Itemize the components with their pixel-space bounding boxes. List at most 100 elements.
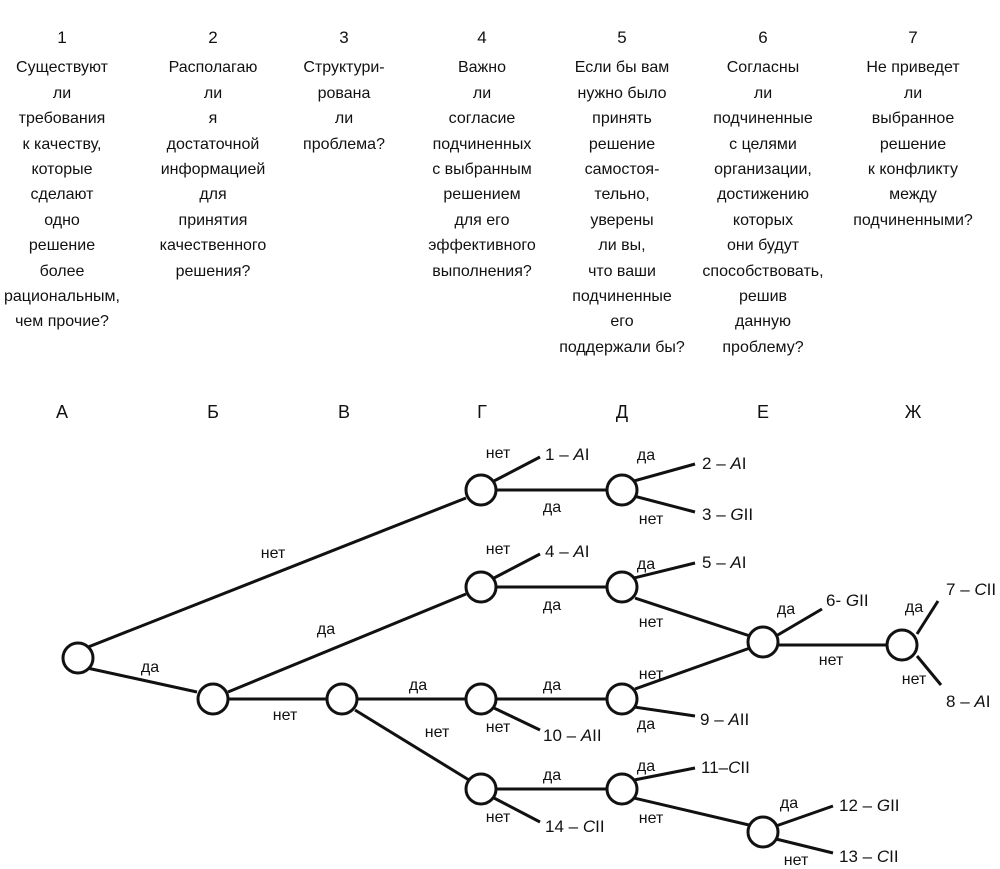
outcome-5-sep: – (711, 553, 730, 572)
branch-to-9 (633, 705, 696, 718)
outcome-12-id: 12 (839, 796, 858, 815)
outcome-6-sep: - (835, 591, 845, 610)
outcome-8-style: A (973, 692, 985, 711)
outcome-7-id: 7 (946, 580, 955, 599)
outcome-14-level: II (595, 817, 604, 836)
outcome-12-style: G (877, 796, 890, 815)
outcome-2-sep: – (711, 454, 730, 473)
branch-to-4 (493, 552, 541, 580)
column-letter-e: Е (757, 402, 769, 422)
edge-label-no: нет (425, 724, 450, 741)
node-g2 (464, 570, 498, 604)
outcome-12: 12 – GII (839, 796, 900, 815)
edge-label-no: нет (486, 809, 511, 826)
outcome-13-level: II (889, 847, 898, 866)
outcome-9-id: 9 (700, 710, 709, 729)
outcome-14-id: 14 (545, 817, 564, 836)
branch-to-3 (633, 494, 696, 514)
outcome-14-style: C (583, 817, 596, 836)
edge-label-no: нет (639, 511, 664, 528)
outcome-4: 4 – AI (545, 542, 589, 561)
outcome-2-id: 2 (702, 454, 711, 473)
outcome-labels: 1 – AI 2 – AI 3 – GII 4 – AI 5 – AI 6- G… (543, 445, 996, 866)
outcome-1-style: A (572, 445, 584, 464)
branch-to-7 (915, 600, 940, 635)
column-letter-g: Г (477, 402, 487, 422)
outcome-10-level: II (592, 726, 601, 745)
outcome-11-id: 11 (701, 758, 719, 777)
outcome-2-style: A (729, 454, 741, 473)
outcome-11-level: II (740, 758, 749, 777)
edge-d4-e2 (633, 796, 750, 827)
question-3-text: Структури- рована ли проблема? (303, 59, 385, 153)
question-1-text: Существуют ли требования к качеству, кот… (4, 59, 120, 331)
edge-label-no: нет (639, 666, 664, 683)
edge-label-yes: да (637, 758, 655, 775)
outcome-5: 5 – AI (702, 553, 746, 572)
outcome-10-id: 10 (543, 726, 562, 745)
edge-v-g4 (354, 708, 470, 782)
outcome-6: 6- GII (826, 591, 869, 610)
branch-to-6 (775, 607, 823, 638)
question-6-text: Согласны ли подчиненные с целями организ… (702, 59, 824, 356)
outcome-8-id: 8 (946, 692, 955, 711)
outcome-7-style: C (974, 580, 987, 599)
edge-label-yes: да (543, 499, 561, 516)
outcome-4-level: I (585, 542, 590, 561)
edge-label-no: нет (819, 652, 844, 669)
outcome-10-sep: – (562, 726, 581, 745)
branch-to-10 (493, 706, 541, 732)
outcome-8-sep: – (955, 692, 974, 711)
outcome-1-level: I (585, 445, 590, 464)
outcome-4-style: A (572, 542, 584, 561)
outcome-9-level: II (740, 710, 749, 729)
question-3-number: 3 (339, 28, 349, 48)
question-4-number: 4 (477, 28, 487, 48)
node-g3 (464, 682, 498, 716)
outcome-5-level: I (742, 553, 747, 572)
outcome-13-style: C (877, 847, 890, 866)
branch-to-14 (493, 796, 541, 824)
edge-label-no: нет (486, 445, 511, 462)
edge-label-yes: да (141, 659, 159, 676)
node-b (196, 682, 230, 716)
question-5-number: 5 (617, 28, 627, 48)
outcome-14: 14 – CII (545, 817, 605, 836)
edge-b-g2 (227, 592, 467, 694)
outcome-2: 2 – AI (702, 454, 746, 473)
edge-label-yes: да (317, 621, 335, 638)
edge-label-no: нет (486, 719, 511, 736)
column-letter-d: Д (616, 402, 628, 422)
edge-label-yes: да (543, 597, 561, 614)
outcome-13-sep: – (858, 847, 877, 866)
question-5-text: Если бы вам нужно было принять решение с… (559, 59, 685, 356)
node-e2 (746, 815, 780, 849)
outcome-8-level: I (986, 692, 991, 711)
outcome-3-id: 3 (702, 505, 711, 524)
outcome-10: 10 – AII (543, 726, 602, 745)
outcome-10-style: A (580, 726, 592, 745)
edge-label-yes: да (637, 716, 655, 733)
outcome-6-level: II (859, 591, 868, 610)
edge-d3-e1 (634, 646, 751, 691)
outcome-9-sep: – (709, 710, 728, 729)
column-letter-zh: Ж (905, 402, 922, 422)
outcome-5-style: A (729, 553, 741, 572)
question-7-text: Не приведет ли выбранное решение к конфл… (853, 59, 973, 229)
edge-label-yes: да (543, 767, 561, 784)
edge-label-yes: да (905, 599, 923, 616)
outcome-3-level: II (744, 505, 753, 524)
outcome-3: 3 – GII (702, 505, 753, 524)
edge-a-g1 (77, 496, 467, 653)
leaf-branches (493, 455, 943, 855)
outcome-11-sep: – (719, 758, 729, 777)
node-a (61, 641, 95, 675)
edge-label-yes: да (777, 601, 795, 618)
edge-label-no: нет (261, 545, 286, 562)
column-letter-b: Б (207, 402, 219, 422)
